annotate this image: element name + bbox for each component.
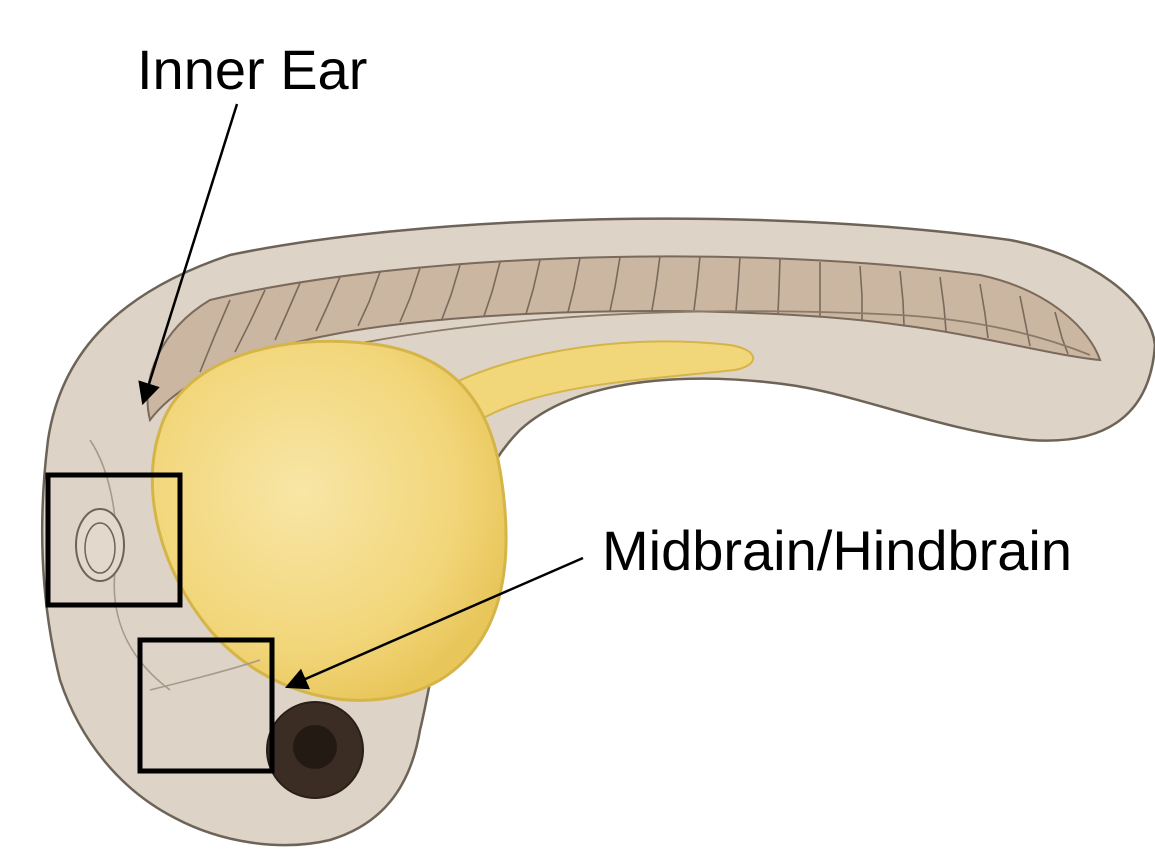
- otic-vesicle: [76, 509, 124, 581]
- inner-ear-label: Inner Ear: [137, 38, 367, 101]
- midbrain-hindbrain-label: Midbrain/Hindbrain: [602, 519, 1072, 582]
- eye-pupil: [293, 725, 337, 769]
